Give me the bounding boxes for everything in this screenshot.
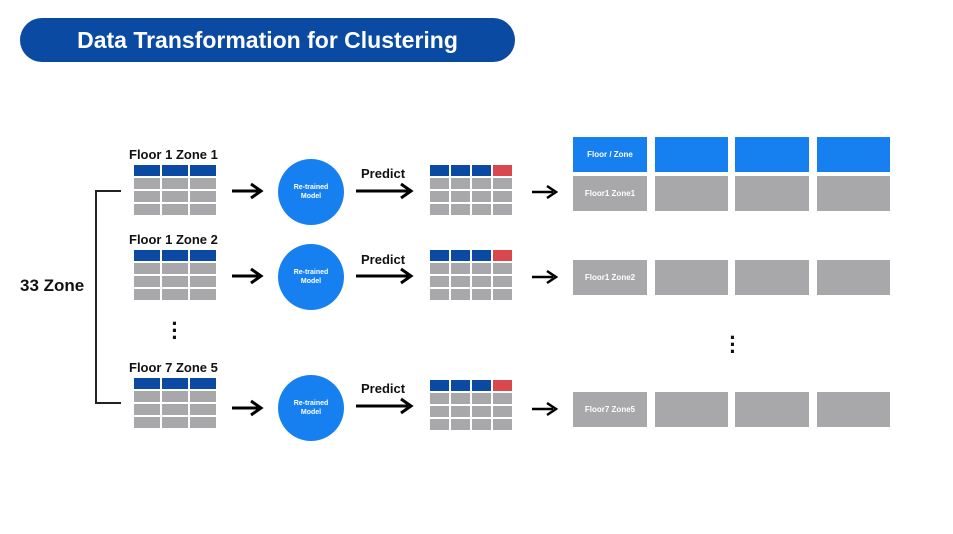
arrow-right-icon xyxy=(356,182,414,200)
result-header-cell xyxy=(817,137,890,172)
prediction-data-table xyxy=(430,380,512,430)
ellipsis-icon: ··· xyxy=(729,325,737,364)
arrow-right-icon xyxy=(532,269,559,285)
arrow-right-icon xyxy=(356,267,414,285)
result-cell xyxy=(735,176,809,211)
result-cell xyxy=(735,392,809,427)
predict-label: Predict xyxy=(361,381,406,396)
arrow-right-icon xyxy=(232,182,264,200)
result-cell xyxy=(735,260,809,295)
zone-bracket xyxy=(95,190,121,404)
input-data-table xyxy=(134,250,216,300)
result-cell xyxy=(655,260,728,295)
result-row-label: Floor1 Zone2 xyxy=(573,260,647,295)
row-label: Floor 1 Zone 2 xyxy=(129,232,218,247)
result-cell xyxy=(817,392,890,427)
predict-label: Predict xyxy=(361,166,406,181)
page-title: Data Transformation for Clustering xyxy=(20,18,515,62)
result-cell xyxy=(817,260,890,295)
result-cell xyxy=(817,176,890,211)
result-header-cell xyxy=(655,137,728,172)
result-cell xyxy=(655,392,728,427)
result-row-label: Floor1 Zone1 xyxy=(573,176,647,211)
predict-label: Predict xyxy=(361,252,406,267)
arrow-right-icon xyxy=(232,399,264,417)
arrow-right-icon xyxy=(532,184,559,200)
zone-count-label: 33 Zone xyxy=(20,276,85,295)
input-data-table xyxy=(134,378,216,428)
input-data-table xyxy=(134,165,216,215)
row-label: Floor 7 Zone 5 xyxy=(129,360,218,375)
result-header-cell xyxy=(735,137,809,172)
arrow-right-icon xyxy=(532,401,559,417)
result-header-cell: Floor / Zone xyxy=(573,137,647,172)
result-cell xyxy=(655,176,728,211)
prediction-data-table xyxy=(430,165,512,215)
arrow-right-icon xyxy=(232,267,264,285)
result-row-label: Floor7 Zone5 xyxy=(573,392,647,427)
row-label: Floor 1 Zone 1 xyxy=(129,147,218,162)
ellipsis-icon: ··· xyxy=(171,311,179,350)
arrow-right-icon xyxy=(356,397,414,415)
prediction-data-table xyxy=(430,250,512,300)
